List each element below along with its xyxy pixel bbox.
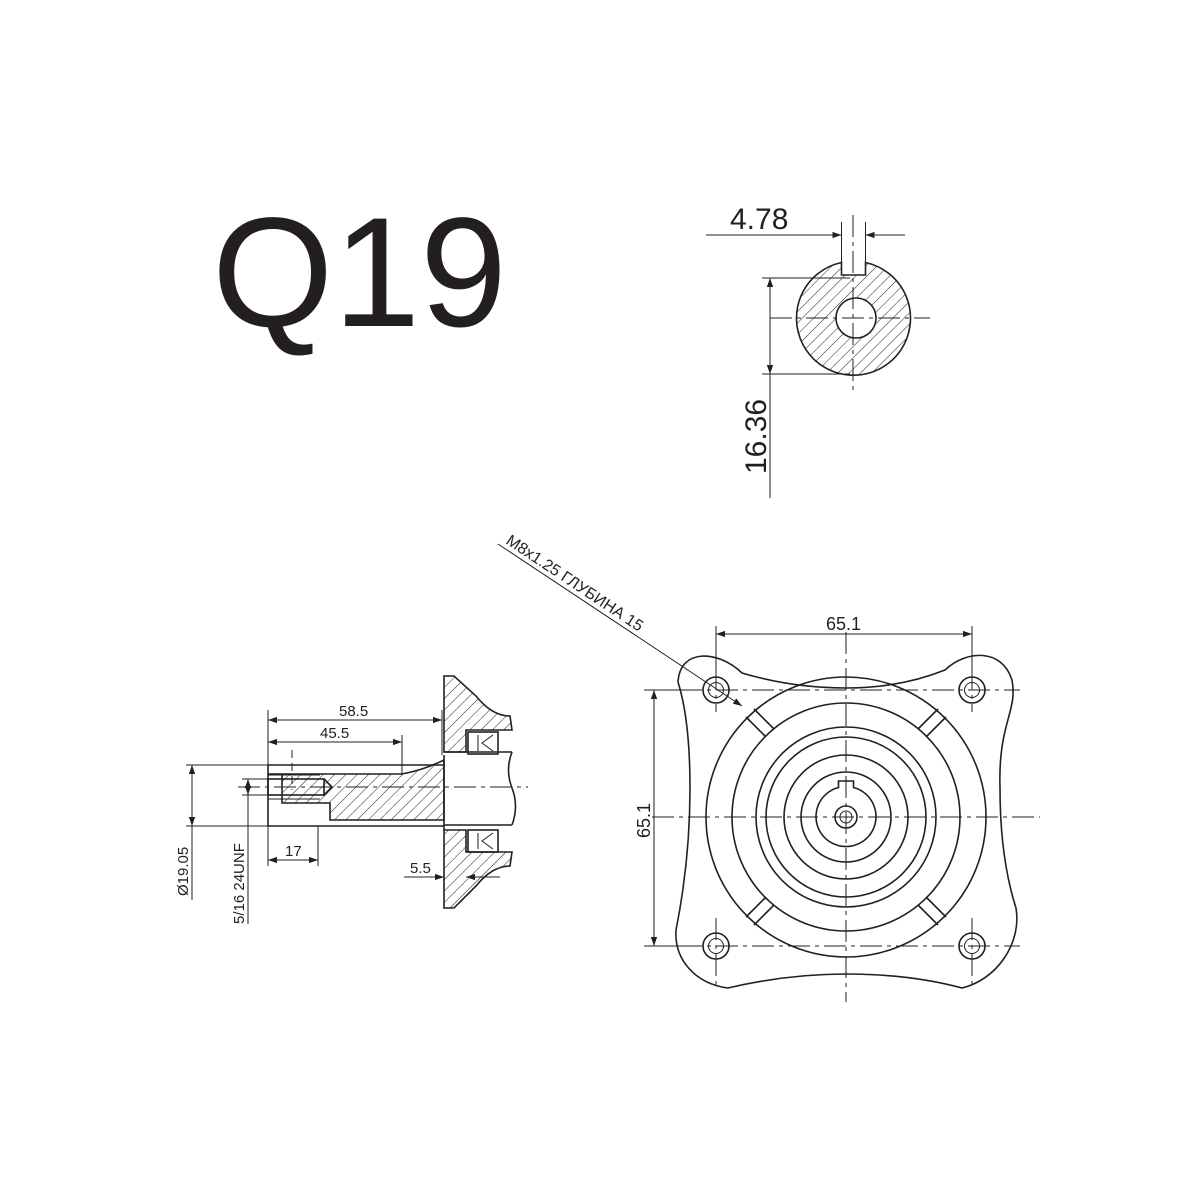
- bearing-lower: [467, 829, 499, 853]
- flange-offset-label: 5.5: [410, 860, 431, 877]
- bearing-upper: [467, 731, 499, 755]
- bolt-hole-bottom-left: [702, 932, 730, 960]
- keyway-length-label: 45.5: [320, 725, 349, 742]
- thread-depth-label: 17: [285, 843, 302, 860]
- bolt-hole-bottom-right: [958, 932, 986, 960]
- flange-front-view: 65.1 65.1 M8x1.25 ГЛУБИНА 15: [497, 532, 1040, 1002]
- shaft-diameter-label: Ø19.05: [175, 847, 192, 896]
- shaft-side-view: 58.5 45.5 17 5.5 Ø19.05 5/16 24UNF: [175, 675, 528, 924]
- threaded-hole: [267, 778, 325, 796]
- bolt-hole-top-right: [958, 676, 986, 704]
- bolt-spacing-vertical-label: 65.1: [634, 803, 654, 838]
- bolt-hole-top-left: [702, 676, 730, 704]
- thread-note-label: M8x1.25 ГЛУБИНА 15: [503, 532, 646, 635]
- key-depth-label: 16.36: [740, 399, 773, 474]
- flange-housing-lower: [443, 829, 513, 909]
- bolt-spacing-horizontal-label: 65.1: [826, 614, 861, 634]
- keyway-section-view: 4.78 16.36: [706, 203, 930, 498]
- flange-outline: [675, 654, 1018, 989]
- key-width-label: 4.78: [730, 203, 788, 236]
- keyway-groove-section: [268, 758, 445, 821]
- shaft-section: [795, 261, 912, 377]
- shaft-end: [815, 780, 877, 848]
- shaft-length-label: 58.5: [339, 703, 368, 720]
- end-thread-label: 5/16 24UNF: [231, 843, 248, 924]
- model-title: Q19: [212, 186, 507, 360]
- flange-housing-upper: [443, 675, 513, 753]
